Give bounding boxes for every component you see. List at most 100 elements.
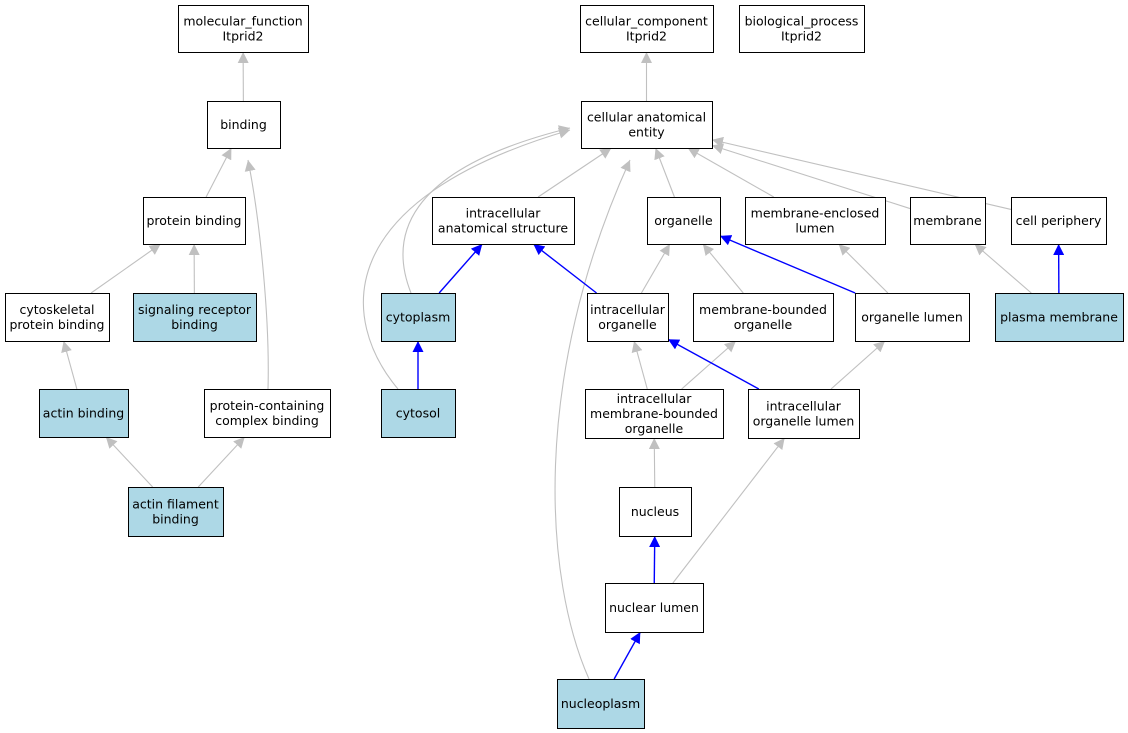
node-organelle[interactable]: organelle <box>647 197 721 245</box>
node-label-imbo-2: organelle <box>625 421 684 436</box>
node-box-mel <box>745 197 886 245</box>
node-label-iol-1: organelle lumen <box>753 414 855 429</box>
node-box-bp <box>739 5 865 53</box>
node-label-cae-1: entity <box>628 125 665 140</box>
edge-ias-to-cae <box>537 147 612 198</box>
node-label-pcb-1: complex binding <box>215 413 319 428</box>
edge-iol-to-orglumen <box>830 340 886 390</box>
node-label-cytoplasm-0: cytoplasm <box>386 310 451 325</box>
node-box-cytoplasm <box>381 293 456 342</box>
node-box-organelle <box>647 197 721 245</box>
node-label-cellper-0: cell periphery <box>1016 213 1102 228</box>
node-box-cellper <box>1011 197 1107 245</box>
edge-nucleoplasm-to-nuclumen <box>613 631 641 680</box>
node-box-ias <box>432 197 575 245</box>
node-box-protbind <box>143 197 246 245</box>
node-membrane[interactable]: membrane <box>910 197 986 245</box>
node-nucleus[interactable]: nucleus <box>619 487 692 537</box>
edge-intraorg-to-ias <box>532 243 597 294</box>
node-label-mf-0: molecular_function <box>183 14 302 29</box>
edge-organelle-to-cae <box>654 147 675 198</box>
node-label-mel-0: membrane-enclosed <box>751 206 880 221</box>
node-box-actinbind <box>39 389 129 438</box>
node-box-pm <box>995 293 1124 342</box>
node-box-cytosol <box>381 389 456 438</box>
node-actinbind[interactable]: actin binding <box>39 389 129 438</box>
node-label-imbo-0: intracellular <box>617 391 693 406</box>
node-label-orglumen-0: organelle lumen <box>861 310 963 325</box>
node-box-srb <box>133 293 257 342</box>
node-label-bp-1: Itprid2 <box>781 29 822 44</box>
edge-pcb-to-binding <box>244 159 269 390</box>
node-box-cae <box>581 101 713 149</box>
edge-orglumen-to-organelle <box>719 235 856 294</box>
node-label-nuclumen-0: nuclear lumen <box>609 600 699 615</box>
node-box-intraorg <box>587 293 669 342</box>
node-label-cytoskel-0: cytoskeletal <box>19 302 94 317</box>
node-box-pcb <box>204 389 331 438</box>
node-nuclumen[interactable]: nuclear lumen <box>605 583 704 633</box>
node-label-protbind-0: protein binding <box>146 213 241 228</box>
node-label-nucleus-0: nucleus <box>631 504 679 519</box>
edge-afb-to-actinbind <box>105 436 154 488</box>
node-box-nuclumen <box>605 583 704 633</box>
node-label-ias-0: intracellular <box>466 206 542 221</box>
node-box-nucleoplasm <box>557 679 645 729</box>
node-box-membrane <box>910 197 986 245</box>
node-cytosol[interactable]: cytosol <box>381 389 456 438</box>
node-box-orglumen <box>855 293 970 342</box>
node-box-imbo <box>585 389 724 439</box>
nodes-layer: molecular_functionItprid2cellular_compon… <box>5 5 1124 729</box>
node-label-imbo-1: membrane-bounded <box>590 406 718 421</box>
node-label-cc-0: cellular_component <box>585 14 708 29</box>
node-box-nucleus <box>619 487 692 537</box>
node-label-intraorg-0: intracellular <box>590 302 666 317</box>
node-label-pm-0: plasma membrane <box>1000 310 1118 325</box>
node-label-ias-1: anatomical structure <box>438 221 568 236</box>
edge-nucleoplasm-to-cae <box>554 159 631 680</box>
node-label-cytosol-0: cytosol <box>396 406 440 421</box>
edge-nuclumen-to-iol <box>672 437 786 584</box>
node-label-pcb-0: protein-containing <box>210 398 325 413</box>
node-cytoplasm[interactable]: cytoplasm <box>381 293 456 342</box>
node-protbind[interactable]: protein binding <box>143 197 246 245</box>
node-pm[interactable]: plasma membrane <box>995 293 1124 342</box>
edge-cytoplasm-to-ias <box>438 243 483 294</box>
node-label-intraorg-1: organelle <box>598 317 657 332</box>
node-box-cc <box>580 5 714 53</box>
node-box-mf <box>178 5 309 53</box>
edge-protbind-to-binding <box>205 147 232 198</box>
edge-intraorg-to-organelle <box>640 243 671 294</box>
node-label-afb-1: binding <box>152 512 199 527</box>
edge-imbo-to-intraorg <box>631 340 648 390</box>
node-nucleoplasm[interactable]: nucleoplasm <box>557 679 645 729</box>
edges-layer <box>61 51 1065 680</box>
node-label-mbo-1: organelle <box>734 317 793 332</box>
node-label-actinbind-0: actin binding <box>43 406 124 421</box>
edge-iol-to-intraorg <box>667 338 760 390</box>
node-box-cytoskel <box>5 293 110 342</box>
node-box-binding <box>207 101 281 149</box>
node-binding[interactable]: binding <box>207 101 281 149</box>
edge-actinbind-to-cytoskel <box>61 340 78 390</box>
node-cellper[interactable]: cell periphery <box>1011 197 1107 245</box>
node-label-srb-0: signaling receptor <box>138 302 252 317</box>
node-label-mf-1: Itprid2 <box>222 29 263 44</box>
node-label-nucleoplasm-0: nucleoplasm <box>561 696 640 711</box>
node-orglumen[interactable]: organelle lumen <box>855 293 970 342</box>
edge-pm-to-membrane <box>974 243 1032 294</box>
